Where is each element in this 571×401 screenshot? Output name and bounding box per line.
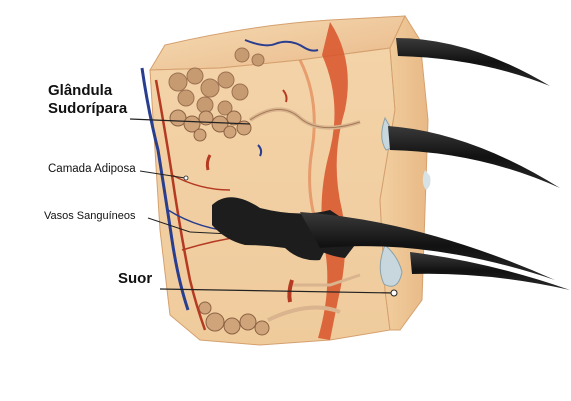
label-sweat-gland: Glândula Sudorípara <box>48 82 127 118</box>
label-sweat-gland-line1: Glândula <box>48 82 127 100</box>
label-blood-vessels: Vasos Sanguíneos <box>44 210 136 222</box>
label-fat-layer: Camada Adiposa <box>48 163 136 175</box>
label-sweat: Suor <box>118 270 152 287</box>
label-sweat-gland-line2: Sudorípara <box>48 100 127 118</box>
